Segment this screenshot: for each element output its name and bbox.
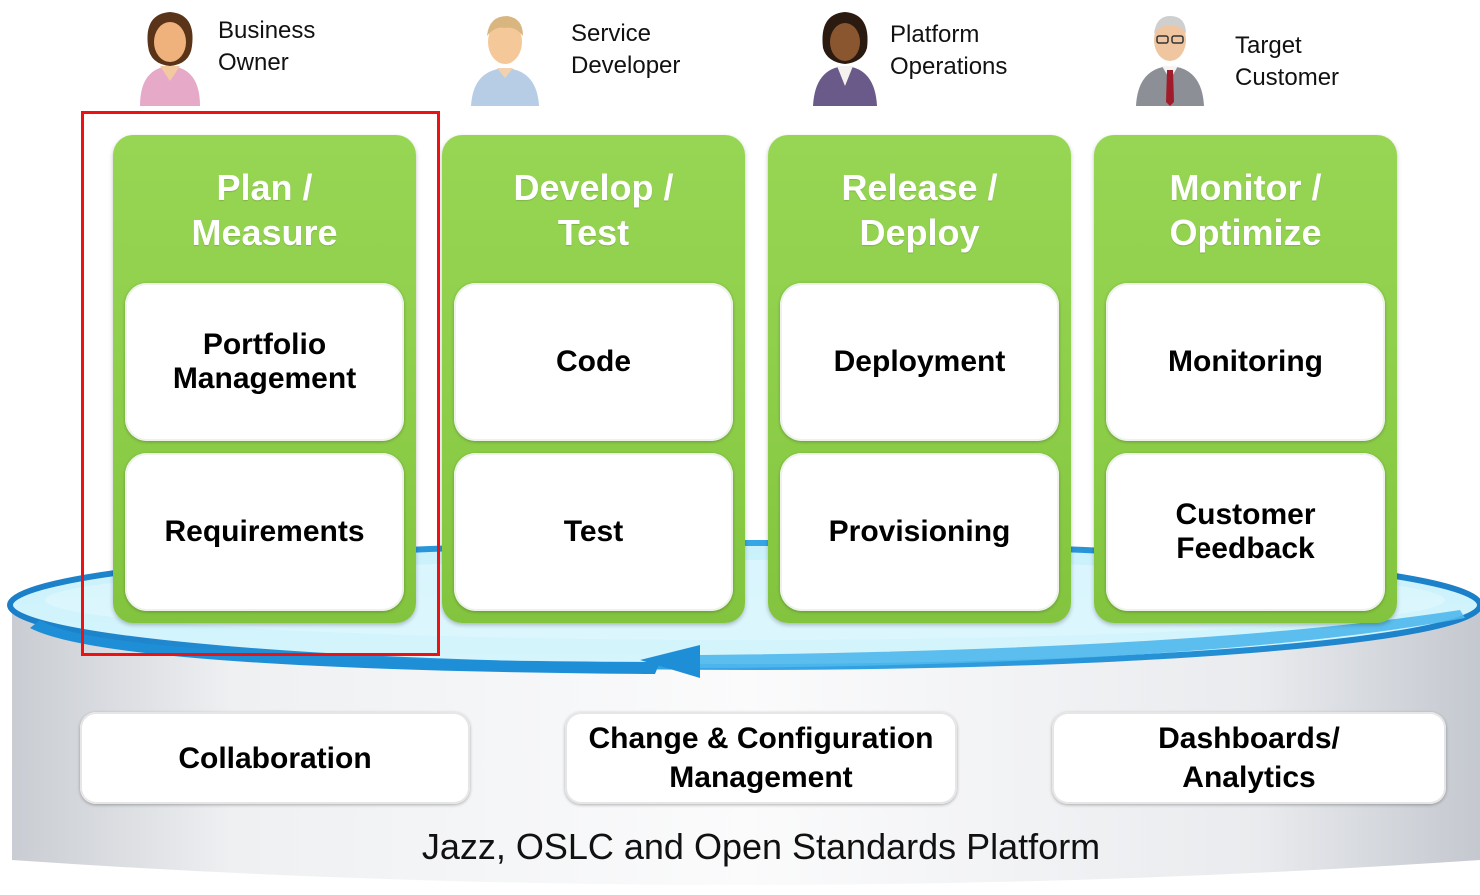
persona-label-service-developer: Service Developer — [571, 20, 681, 79]
box-label: Requirements — [164, 515, 365, 548]
column-plan-measure: Plan / Measure Portfolio Management Requ… — [113, 135, 416, 623]
box-test: Test — [454, 453, 733, 611]
box-monitoring: Monitoring — [1106, 283, 1385, 441]
box-portfolio-management: Portfolio Management — [125, 283, 404, 441]
target-customer-avatar-icon — [1136, 16, 1204, 106]
box-label: Provisioning — [828, 515, 1011, 548]
column-title: Release / Deploy — [841, 167, 998, 253]
persona-target-customer: Target Customer — [1130, 6, 1360, 106]
box-label: Code — [556, 345, 631, 378]
persona-service-developer: Service Developer — [465, 6, 715, 106]
service-label: Dashboards/ Analytics — [1158, 722, 1340, 794]
box-label: Portfolio Management — [172, 328, 357, 395]
cycle-arrow-head — [640, 645, 700, 678]
column-title: Develop / Test — [513, 167, 674, 253]
service-label: Change & Configuration Management — [588, 722, 934, 794]
persona-label-target-customer: Target Customer — [1235, 32, 1340, 91]
service-change-configuration-management: Change & Configuration Management — [565, 712, 957, 804]
persona-label-platform-operations: Platform Operations — [890, 21, 1008, 80]
column-monitor-optimize: Monitor / Optimize Monitoring Customer F… — [1094, 135, 1397, 623]
highlight-rectangle — [81, 111, 440, 656]
column-release-deploy: Release / Deploy Deployment Provisioning — [768, 135, 1071, 623]
service-dashboards-analytics: Dashboards/ Analytics — [1052, 712, 1446, 804]
platform-title: Jazz, OSLC and Open Standards Platform — [421, 826, 1101, 867]
column-title: Plan / Measure — [191, 167, 338, 253]
service-collaboration: Collaboration — [80, 712, 470, 804]
service-developer-avatar-icon — [471, 16, 539, 106]
cycle-arrow — [30, 620, 660, 674]
service-label: Collaboration — [178, 741, 372, 775]
column-develop-test: Develop / Test Code Test — [442, 135, 745, 623]
box-provisioning: Provisioning — [780, 453, 1059, 611]
persona-platform-operations: Platform Operations — [805, 6, 1035, 106]
box-label: Monitoring — [1168, 345, 1323, 378]
business-owner-avatar-icon — [140, 12, 200, 106]
platform-operations-avatar-icon — [813, 12, 877, 106]
box-code: Code — [454, 283, 733, 441]
column-title: Monitor / Optimize — [1169, 167, 1322, 253]
box-customer-feedback: Customer Feedback — [1106, 453, 1385, 611]
box-requirements: Requirements — [125, 453, 404, 611]
persona-business-owner: Business Owner — [130, 6, 360, 106]
persona-label-business-owner: Business Owner — [218, 17, 316, 76]
box-label: Customer Feedback — [1175, 498, 1316, 565]
box-label: Deployment — [833, 345, 1006, 378]
box-label: Test — [563, 515, 624, 548]
box-deployment: Deployment — [780, 283, 1059, 441]
